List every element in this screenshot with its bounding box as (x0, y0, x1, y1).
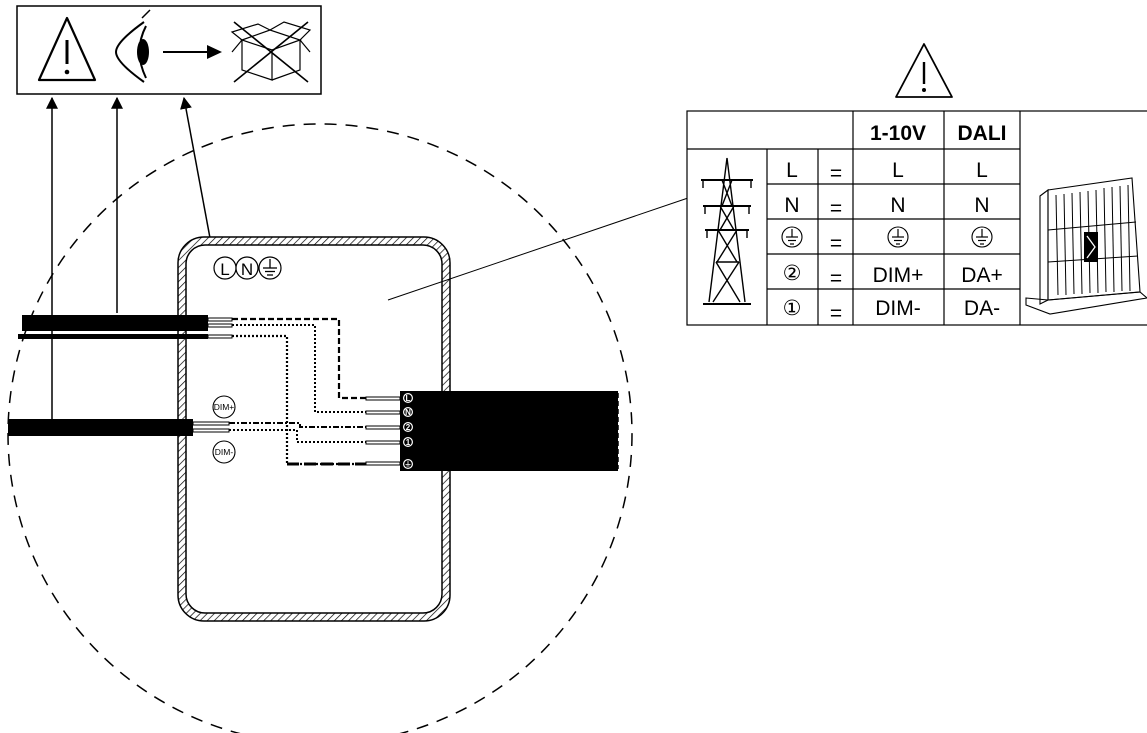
header-1-10v: 1-10V (870, 122, 926, 145)
table-warning-icon (895, 43, 953, 98)
internal-wires (229, 317, 366, 466)
terminal-dim-minus-label: DIM- (215, 447, 234, 457)
terminal-line: L (213, 256, 237, 280)
table-row: L = L L (786, 159, 988, 185)
table-row: ① = DIM- DA- (783, 296, 1001, 325)
cell-equals: = (830, 162, 842, 185)
inspection-arrows (46, 96, 211, 420)
cell-1-10v: L (892, 159, 904, 182)
terminal-earth (258, 256, 282, 280)
connector-pin-1: 1 (403, 437, 413, 447)
table-row: = (781, 226, 993, 255)
cell-source: ① (783, 296, 802, 320)
cell-source: N (784, 194, 799, 217)
cell-equals: = (830, 267, 842, 290)
pin-label-2: 2 (406, 423, 411, 432)
cell-equals: = (830, 197, 842, 220)
cell-source: ② (783, 261, 802, 285)
table-leader-line (387, 197, 689, 301)
cell-dali: N (974, 194, 989, 217)
terminal-dim-minus: DIM- (212, 440, 236, 464)
table-row: N = N N (784, 194, 989, 220)
cell-equals: = (830, 302, 842, 325)
mains-cable (18, 315, 233, 339)
floodlight-fixture-icon (1025, 177, 1147, 315)
pin-label-l: L (406, 394, 411, 403)
pin-label-n: N (405, 408, 411, 417)
connector-pin-n: N (403, 407, 413, 417)
cell-1-10v: N (890, 194, 905, 217)
cell-dali: DA- (964, 297, 1000, 320)
table-row: ② = DIM+ DA+ (783, 261, 1003, 290)
eye-icon (114, 9, 151, 83)
terminal-dim-plus: DIM+ (212, 395, 236, 419)
connector-pin-l: L (403, 393, 413, 403)
cell-equals: = (830, 232, 842, 255)
cell-dali: DA+ (961, 264, 1002, 287)
connector-pin-2: 2 (403, 422, 413, 432)
cell-dali-earth-icon (971, 226, 993, 248)
pin-label-1: 1 (406, 438, 411, 447)
instruction-panel (16, 5, 322, 95)
cell-1-10v: DIM+ (873, 264, 924, 287)
output-cable (400, 391, 619, 471)
cell-dali: L (976, 159, 988, 182)
terminal-line-label: L (220, 260, 229, 279)
cell-source: L (786, 159, 798, 182)
power-pylon-icon (701, 157, 753, 305)
warning-triangle-icon (37, 16, 97, 82)
cell-1-10v: DIM- (875, 297, 921, 320)
crossed-box-icon (230, 21, 312, 83)
connector-pin-earth (403, 459, 413, 469)
earth-icon (263, 259, 277, 276)
cell-1-10v-earth-icon (887, 226, 909, 248)
terminal-neutral-label: N (241, 260, 253, 279)
terminal-dim-plus-label: DIM+ (214, 402, 235, 412)
connection-table: 1-10V DALI L = L L N = N N = (686, 110, 1147, 326)
cell-source-earth-icon (781, 226, 803, 248)
terminal-neutral: N (235, 256, 259, 280)
header-dali: DALI (958, 122, 1007, 145)
arrow-right-icon (163, 45, 222, 59)
